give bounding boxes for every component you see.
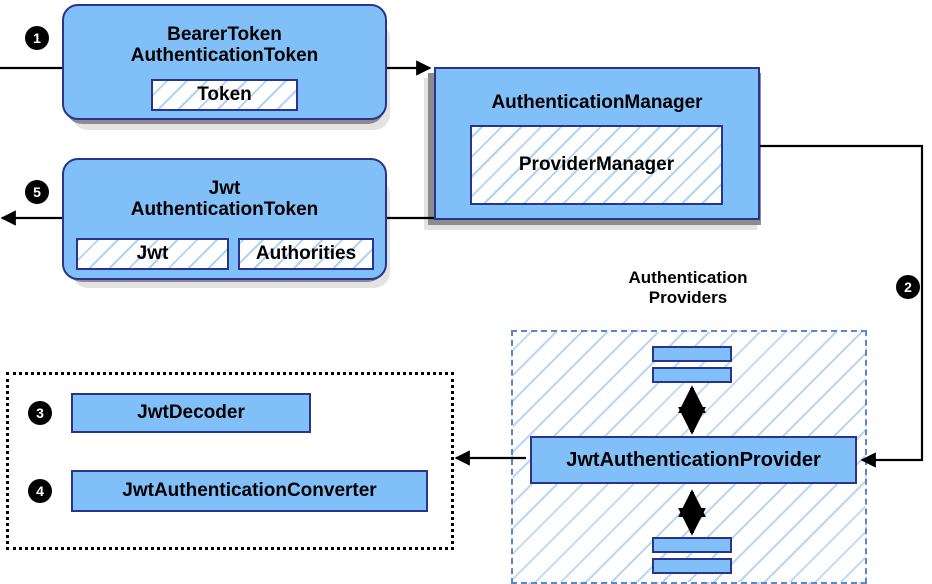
jwt-authentication-provider-label: JwtAuthenticationProvider (566, 448, 821, 471)
node-jwt-decoder[interactable]: JwtDecoder (71, 393, 311, 433)
jwt-decoder-label: JwtDecoder (137, 402, 245, 423)
badge-step-3: 3 (28, 401, 52, 425)
authentication-manager-label: AuthenticationManager (491, 91, 703, 113)
badge-step-4: 4 (28, 479, 52, 503)
node-provider-manager[interactable]: ProviderManager (470, 125, 723, 205)
badge-step-2: 2 (896, 275, 920, 299)
bearer-token-line2: AuthenticationToken (130, 45, 319, 66)
provider-bar-top-1 (652, 346, 732, 362)
node-jwt-authentication-token-inner-jwt[interactable]: Jwt (76, 238, 229, 270)
authentication-providers-line2: Providers (648, 288, 728, 308)
jwt-label: Jwt (136, 243, 169, 264)
badge-step-5: 5 (25, 180, 49, 204)
node-jwt-authentication-converter[interactable]: JwtAuthenticationConverter (71, 470, 428, 512)
authorities-label: Authorities (255, 243, 357, 264)
jwt-authentication-token-line2: AuthenticationToken (130, 199, 319, 220)
node-bearer-token-inner-token[interactable]: Token (151, 79, 298, 111)
node-jwt-authentication-provider[interactable]: JwtAuthenticationProvider (530, 436, 857, 484)
authentication-providers-label: Authentication Providers (580, 268, 796, 309)
node-jwt-authentication-token-inner-authorities[interactable]: Authorities (238, 238, 374, 270)
token-label: Token (197, 84, 252, 105)
badge-step-1: 1 (25, 26, 49, 50)
badge-step-4-number: 4 (36, 483, 44, 499)
provider-bar-top-2 (652, 367, 732, 383)
jwt-authentication-token-line1: Jwt (208, 177, 241, 199)
provider-bar-bottom-2 (652, 558, 732, 574)
provider-manager-label: ProviderManager (518, 154, 675, 175)
bearer-token-line1: BearerToken (167, 23, 282, 45)
badge-step-2-number: 2 (904, 279, 912, 295)
provider-bar-bottom-1 (652, 537, 732, 553)
jwt-authentication-converter-label: JwtAuthenticationConverter (122, 480, 377, 501)
badge-step-3-number: 3 (36, 405, 44, 421)
authentication-providers-line1: Authentication (628, 268, 748, 287)
badge-step-1-number: 1 (33, 30, 41, 46)
badge-step-5-number: 5 (33, 184, 41, 200)
